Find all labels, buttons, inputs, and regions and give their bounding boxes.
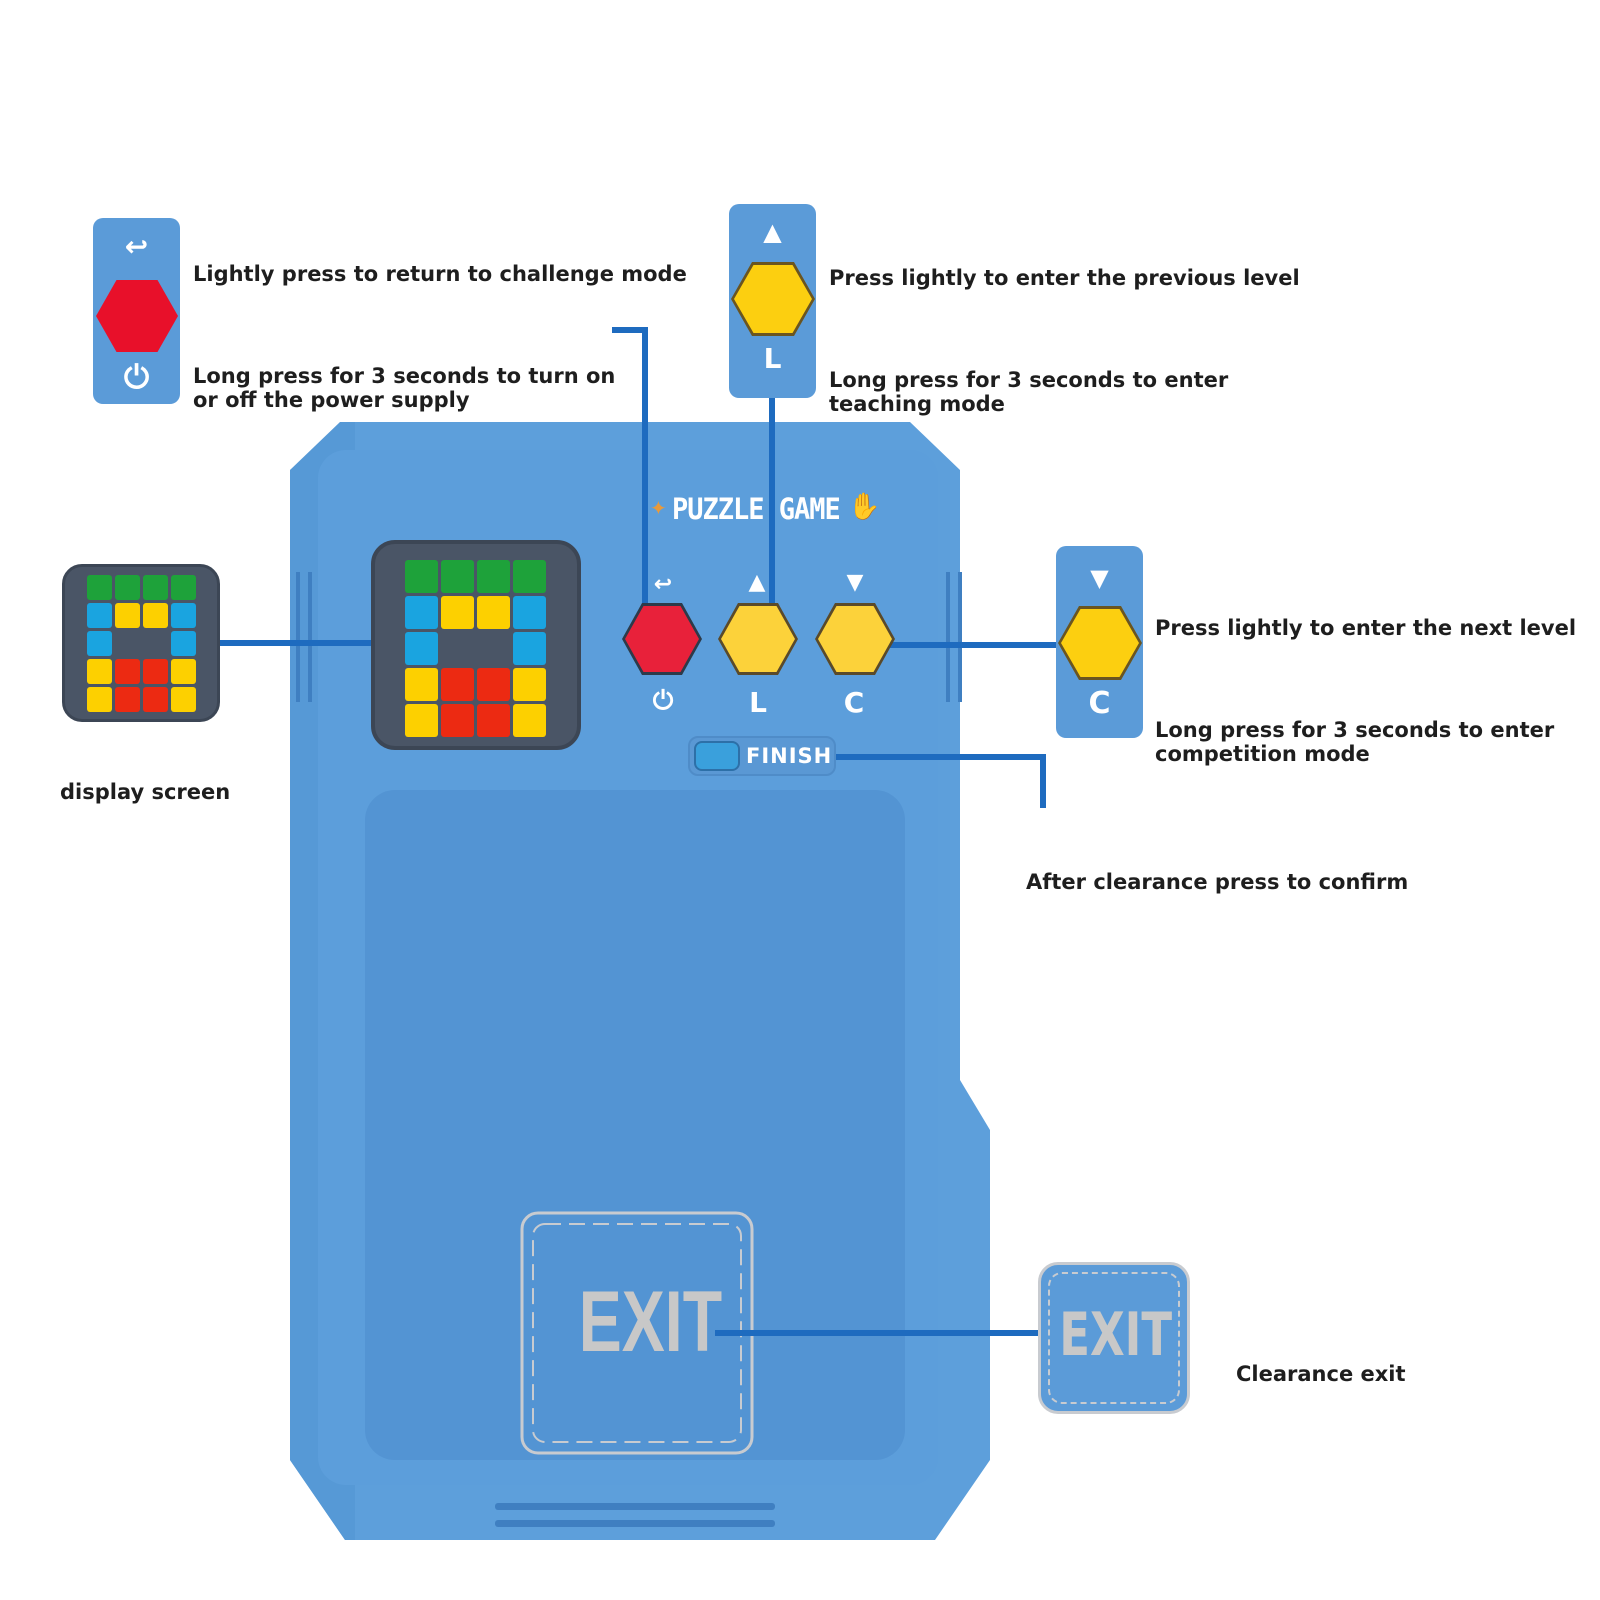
display-cell-red <box>143 687 168 712</box>
display-cell-green <box>87 575 112 600</box>
leader-power <box>612 327 648 640</box>
l-callout-card: ▲ L <box>729 204 816 398</box>
power-long-press-note-2: or off the power supply <box>193 388 470 412</box>
display-cell-yellow <box>143 603 168 628</box>
display-cell-green <box>513 560 546 593</box>
c-callout-hex <box>1058 606 1142 680</box>
display-cell-yellow <box>115 603 140 628</box>
exit-note: Clearance exit <box>1236 1362 1406 1386</box>
display-cell-blue <box>405 596 438 629</box>
display-cell-green <box>477 560 510 593</box>
display-grid <box>405 560 551 737</box>
leader-finish <box>835 754 1046 808</box>
display-cell-yellow <box>477 596 510 629</box>
device-up-icon: ▲ <box>748 570 766 595</box>
device-power-icon: ⏻ <box>652 686 674 716</box>
l-light-press-note: Press lightly to enter the previous leve… <box>829 266 1300 290</box>
power-callout-hex <box>96 280 178 352</box>
display-cell-yellow <box>171 659 196 684</box>
exit-callout-card: EXIT <box>1038 1262 1190 1414</box>
display-cell-green <box>115 575 140 600</box>
display-cell-blue <box>171 603 196 628</box>
finish-key <box>694 741 740 771</box>
power-long-press-note-1: Long press for 3 seconds to turn on <box>193 364 616 388</box>
display-callout-screen <box>62 564 220 722</box>
right-grip-line <box>946 572 950 702</box>
display-cell-red <box>143 659 168 684</box>
display-cell-yellow <box>405 704 438 737</box>
device-c-label: C <box>843 686 865 719</box>
display-cell-yellow <box>513 668 546 701</box>
l-long-press-note-2: teaching mode <box>829 392 1005 416</box>
c-light-press-note: Press lightly to enter the next level <box>1155 616 1577 640</box>
device-display-screen <box>371 540 581 750</box>
display-cell-yellow <box>513 704 546 737</box>
left-grip-line <box>296 572 300 702</box>
c-long-press-note-2: competition mode <box>1155 742 1370 766</box>
display-cell-green <box>171 575 196 600</box>
brand-hand-icon: ✋ <box>848 492 881 522</box>
c-long-press-note-1: Long press for 3 seconds to enter <box>1155 718 1555 742</box>
device-back-icon: ↩ <box>653 572 673 597</box>
play-tray <box>365 790 905 1460</box>
display-cell-red <box>115 659 140 684</box>
exit-callout-text: EXIT <box>1059 1300 1173 1370</box>
up-triangle-icon: ▲ <box>763 218 782 246</box>
bottom-vent <box>495 1520 775 1527</box>
display-callout-grid <box>87 575 197 715</box>
leader-lines <box>218 327 1060 1336</box>
display-cell-yellow <box>171 687 196 712</box>
power-callout-card: ↩ ⏻ <box>93 218 180 404</box>
exit-callout-stitch <box>1048 1272 1180 1404</box>
l-long-press-note-1: Long press for 3 seconds to enter <box>829 368 1229 392</box>
power-icon: ⏻ <box>123 358 150 396</box>
display-cell-blue <box>87 603 112 628</box>
down-triangle-icon: ▼ <box>1090 564 1109 592</box>
l-icon: L <box>763 342 782 375</box>
c-callout-card: ▼ C <box>1056 546 1143 738</box>
finish-label: FINISH <box>746 744 833 768</box>
display-cell-green <box>405 560 438 593</box>
display-cell-yellow <box>87 687 112 712</box>
device-exit-label: EXIT <box>578 1274 723 1370</box>
display-cell-red <box>115 687 140 712</box>
display-cell-blue <box>87 631 112 656</box>
display-cell-yellow <box>87 659 112 684</box>
device-down-icon: ▼ <box>846 570 864 595</box>
display-cell-blue <box>405 632 438 665</box>
l-callout-hex <box>731 262 815 336</box>
brand-label: PUZZLE GAME <box>672 492 841 527</box>
power-light-press-note: Lightly press to return to challenge mod… <box>193 262 687 286</box>
back-arrow-icon: ↩ <box>124 230 149 263</box>
display-cell-yellow <box>441 596 474 629</box>
finish-note: After clearance press to confirm <box>1026 870 1409 894</box>
bottom-vent <box>495 1503 775 1510</box>
display-cell-red <box>441 704 474 737</box>
finish-button[interactable]: FINISH <box>688 736 836 776</box>
c-icon: C <box>1088 686 1111 721</box>
display-screen-label: display screen <box>60 780 231 804</box>
display-cell-blue <box>513 596 546 629</box>
display-cell-red <box>477 668 510 701</box>
brand-spark-icon: ✦ <box>650 496 667 520</box>
left-grip-line <box>308 572 312 702</box>
display-cell-green <box>441 560 474 593</box>
display-cell-red <box>477 704 510 737</box>
display-cell-red <box>441 668 474 701</box>
display-cell-blue <box>513 632 546 665</box>
brand-logo: ✦ PUZZLE GAME ✋ <box>650 492 880 532</box>
right-grip-line <box>958 572 962 702</box>
display-cell-green <box>143 575 168 600</box>
display-cell-blue <box>171 631 196 656</box>
display-cell-yellow <box>405 668 438 701</box>
device-l-label: L <box>749 686 767 719</box>
